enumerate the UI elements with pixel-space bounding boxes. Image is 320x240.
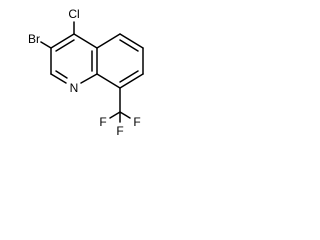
bond-c4a-c5 [96, 33, 121, 49]
bond-c7-c8 [119, 73, 144, 89]
chemical-structure-diagram: Cl Br N F F F [28, 7, 144, 138]
bond-c4-c4a [73, 33, 98, 49]
bromine-label: Br [28, 32, 40, 46]
bond-cf3-f-right [119, 111, 131, 119]
fluorine-label-left: F [99, 115, 106, 129]
bond-c3-br [40, 41, 52, 49]
bond-c8a-n1 [80, 73, 98, 84]
double-bond-c2-n1 [55, 70, 68, 79]
chlorine-label: Cl [68, 7, 79, 21]
nitrogen-label: N [70, 81, 79, 95]
bond-c5-c6 [119, 33, 144, 49]
bond-cf3-f-left [109, 111, 121, 119]
bond-c8-c8a [96, 73, 121, 89]
double-bond-c3-c4 [55, 39, 75, 52]
fluorine-label-bottom: F [116, 124, 123, 138]
double-bond-c7-c8 [119, 70, 139, 83]
bond-c3-c4 [50, 33, 75, 49]
bond-n1-c2 [50, 73, 67, 84]
fluorine-label-right: F [133, 115, 140, 129]
double-bond-c5-c6 [119, 39, 139, 52]
